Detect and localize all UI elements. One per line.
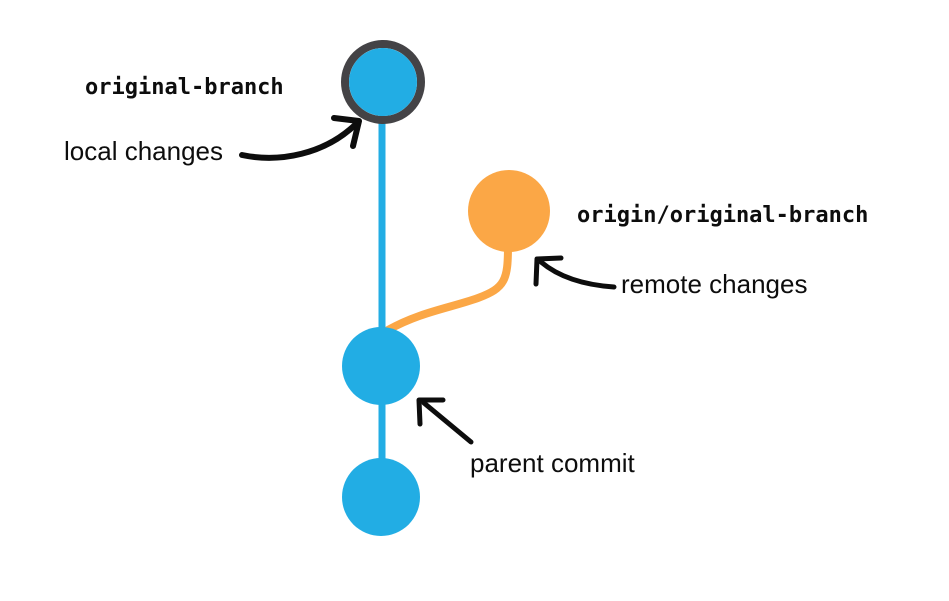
remote-changes-arrow-shaft-icon xyxy=(538,259,617,290)
local-head-commit-node[interactable] xyxy=(349,48,417,116)
label-parent-commit: parent commit xyxy=(470,448,635,478)
head-commit-ring-icon xyxy=(341,40,425,124)
label-remote-changes: remote changes xyxy=(621,269,807,299)
parent-commit-node[interactable] xyxy=(342,327,420,405)
remote-branch-edge xyxy=(384,242,512,334)
label-origin-original-branch: origin/original-branch xyxy=(577,203,868,228)
edges-group xyxy=(378,114,512,466)
local-changes-arrow-shaft-icon xyxy=(239,121,359,161)
parent-commit-arrow-shaft-icon xyxy=(421,400,474,445)
label-local-changes: local changes xyxy=(64,136,223,166)
grandparent-commit-node[interactable] xyxy=(342,458,420,536)
parent-commit-arrow-head-icon xyxy=(416,397,446,427)
annotation-arrows-group xyxy=(239,115,617,445)
remote-head-commit-node[interactable] xyxy=(468,170,550,252)
remote-changes-arrow-head-icon xyxy=(533,255,564,287)
local-changes-arrow-head-icon xyxy=(331,115,362,149)
labels-group: original-branch local changes origin/ori… xyxy=(64,75,868,478)
label-original-branch: original-branch xyxy=(85,75,284,100)
nodes-group xyxy=(341,40,550,536)
